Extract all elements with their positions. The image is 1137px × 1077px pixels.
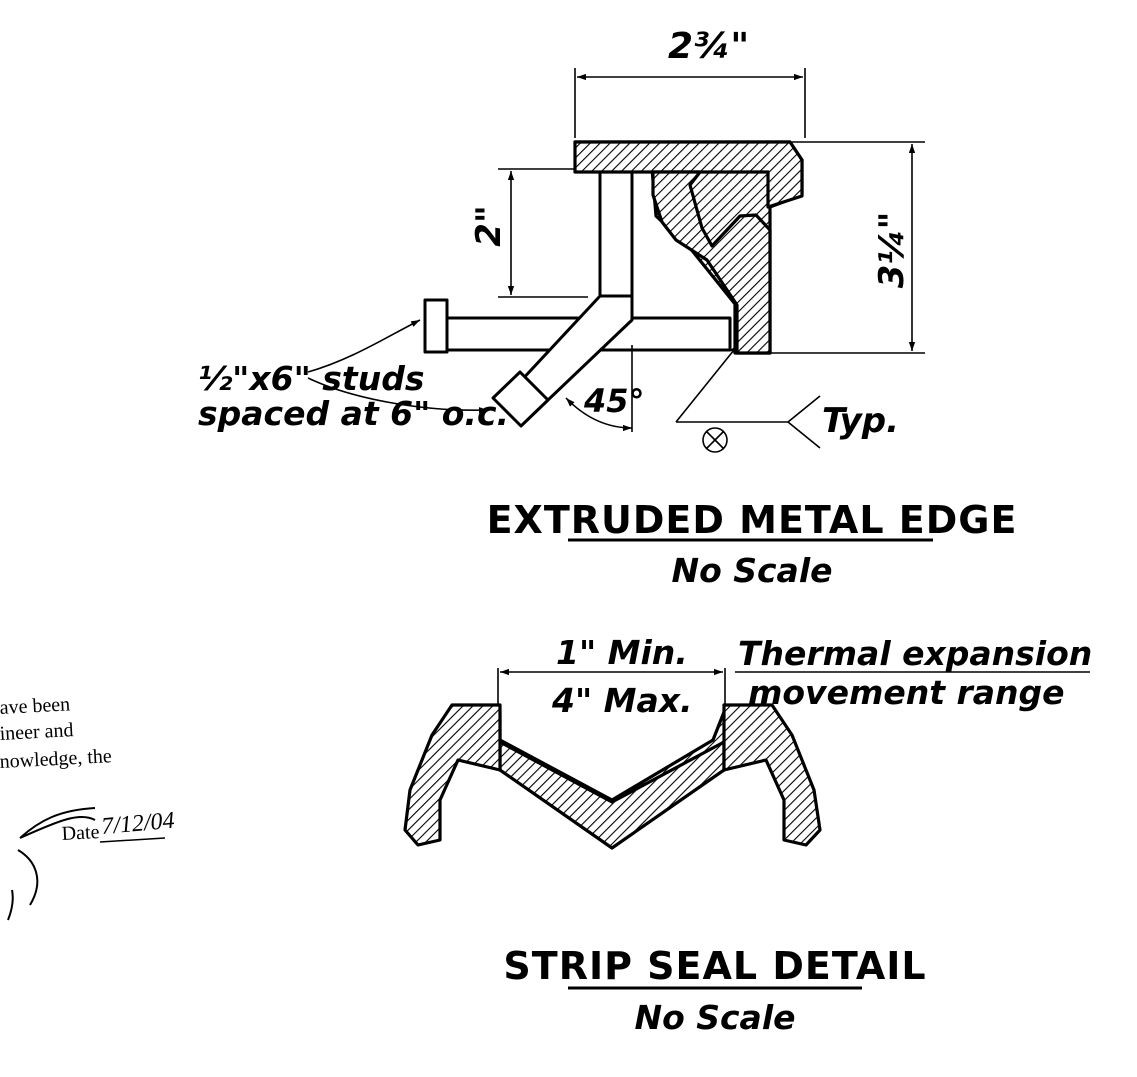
studs-note-line2: spaced at 6" o.c. (198, 394, 509, 433)
cert-date-label: Date (61, 821, 100, 845)
cert-line2: ineer and (0, 719, 74, 745)
extruded-edge-title: EXTRUDED METAL EDGE (487, 498, 1018, 542)
extrusion-nose (651, 170, 772, 355)
cert-line1: ave been (0, 693, 71, 719)
dim-width-label: 2¾" (668, 26, 749, 67)
cert-date-value: 7/12/04 (100, 808, 175, 840)
extrusion-top-plate (573, 140, 804, 209)
vertical-stud-plate (598, 169, 634, 300)
studs-leader-lower (307, 377, 489, 414)
seal-max-label: 4" Max. (551, 681, 693, 720)
strip-seal-scale: No Scale (634, 998, 795, 1037)
seal-range-line1: Thermal expansion (738, 634, 1092, 673)
strip-seal-title: STRIP SEAL DETAIL (503, 944, 926, 988)
studs-leader-upper (307, 319, 421, 373)
seal-rail-left (403, 703, 502, 847)
weld-arrow (675, 344, 739, 423)
angle-arc (565, 397, 633, 432)
cert-line3: nowledge, the (0, 745, 112, 773)
angle-label: 45° (583, 382, 645, 420)
seal-range-line2: movement range (748, 673, 1065, 712)
studs-note-line1: ½"x6" studs (198, 359, 424, 398)
weld-note: Typ. (822, 401, 899, 441)
weld-cross (705, 430, 725, 450)
dim-height-label: 3¼" (872, 212, 912, 289)
weld-tail (787, 395, 821, 449)
certification-fragment: ave been ineer and nowledge, the Date 7/… (0, 693, 176, 921)
extruded-edge-scale: No Scale (671, 551, 832, 590)
weld-all-around-symbol (702, 427, 728, 453)
strip-seal-detail: 1" Min. 4" Max. Thermal expansion moveme… (403, 633, 1092, 1037)
horizontal-stud-head (423, 298, 449, 354)
seal-rail-right (722, 703, 822, 847)
dim-stud-label: 2" (469, 205, 509, 246)
angled-stud-head (491, 370, 550, 428)
cert-date-underline (99, 837, 166, 843)
seal-min-label: 1" Min. (556, 633, 688, 672)
extruded-metal-edge-detail: 2¾" 3¼" 2" 45° ½"x6" studs spaced at 6" … (198, 26, 1018, 590)
signature-mark (7, 807, 96, 921)
